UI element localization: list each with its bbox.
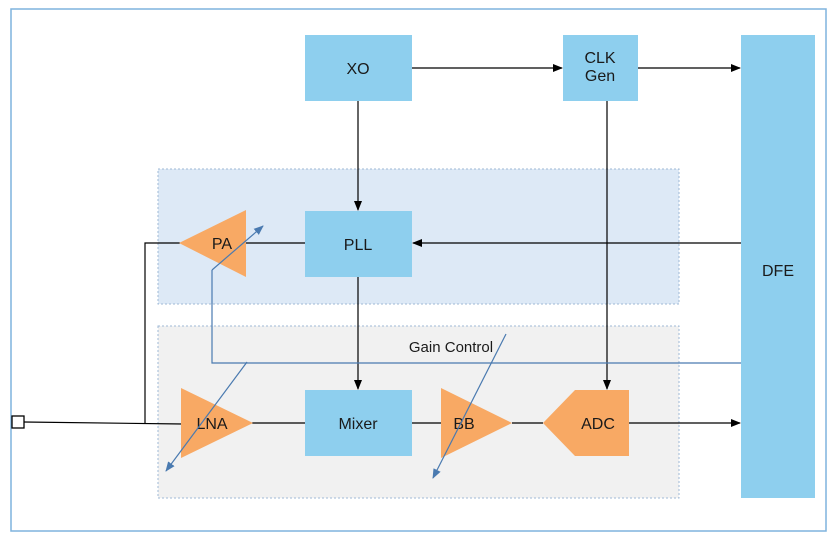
clk-gen-block (563, 35, 638, 101)
pa-gain-arrow (211, 225, 264, 271)
pll-block (305, 211, 412, 277)
mixer-block (305, 390, 412, 456)
pa-output-line (144, 242, 180, 423)
xo-block (305, 35, 412, 101)
gain-control-line (211, 270, 741, 364)
xo-label: XO (346, 61, 369, 78)
clk-gen-label-line2: Gen (585, 68, 615, 85)
lna-amplifier (181, 388, 253, 458)
pll-label: PLL (344, 237, 373, 254)
antenna-port (11, 415, 25, 429)
bb-gain-arrow (432, 333, 507, 479)
dfe-label: DFE (762, 263, 794, 280)
bb-amplifier (441, 388, 512, 458)
pa-amplifier (179, 210, 246, 277)
antenna-to-lna-line (23, 421, 184, 425)
mixer-label: Mixer (338, 416, 378, 433)
lna-gain-arrow (165, 361, 248, 472)
clk-gen-label-line1: CLK (584, 50, 615, 67)
gain-control-label: Gain Control (409, 339, 493, 356)
bb-label: BB (453, 416, 474, 433)
dfe-block (741, 35, 815, 498)
adc-label: ADC (581, 416, 615, 433)
adc-block (543, 390, 629, 456)
pa-label: PA (212, 236, 232, 253)
